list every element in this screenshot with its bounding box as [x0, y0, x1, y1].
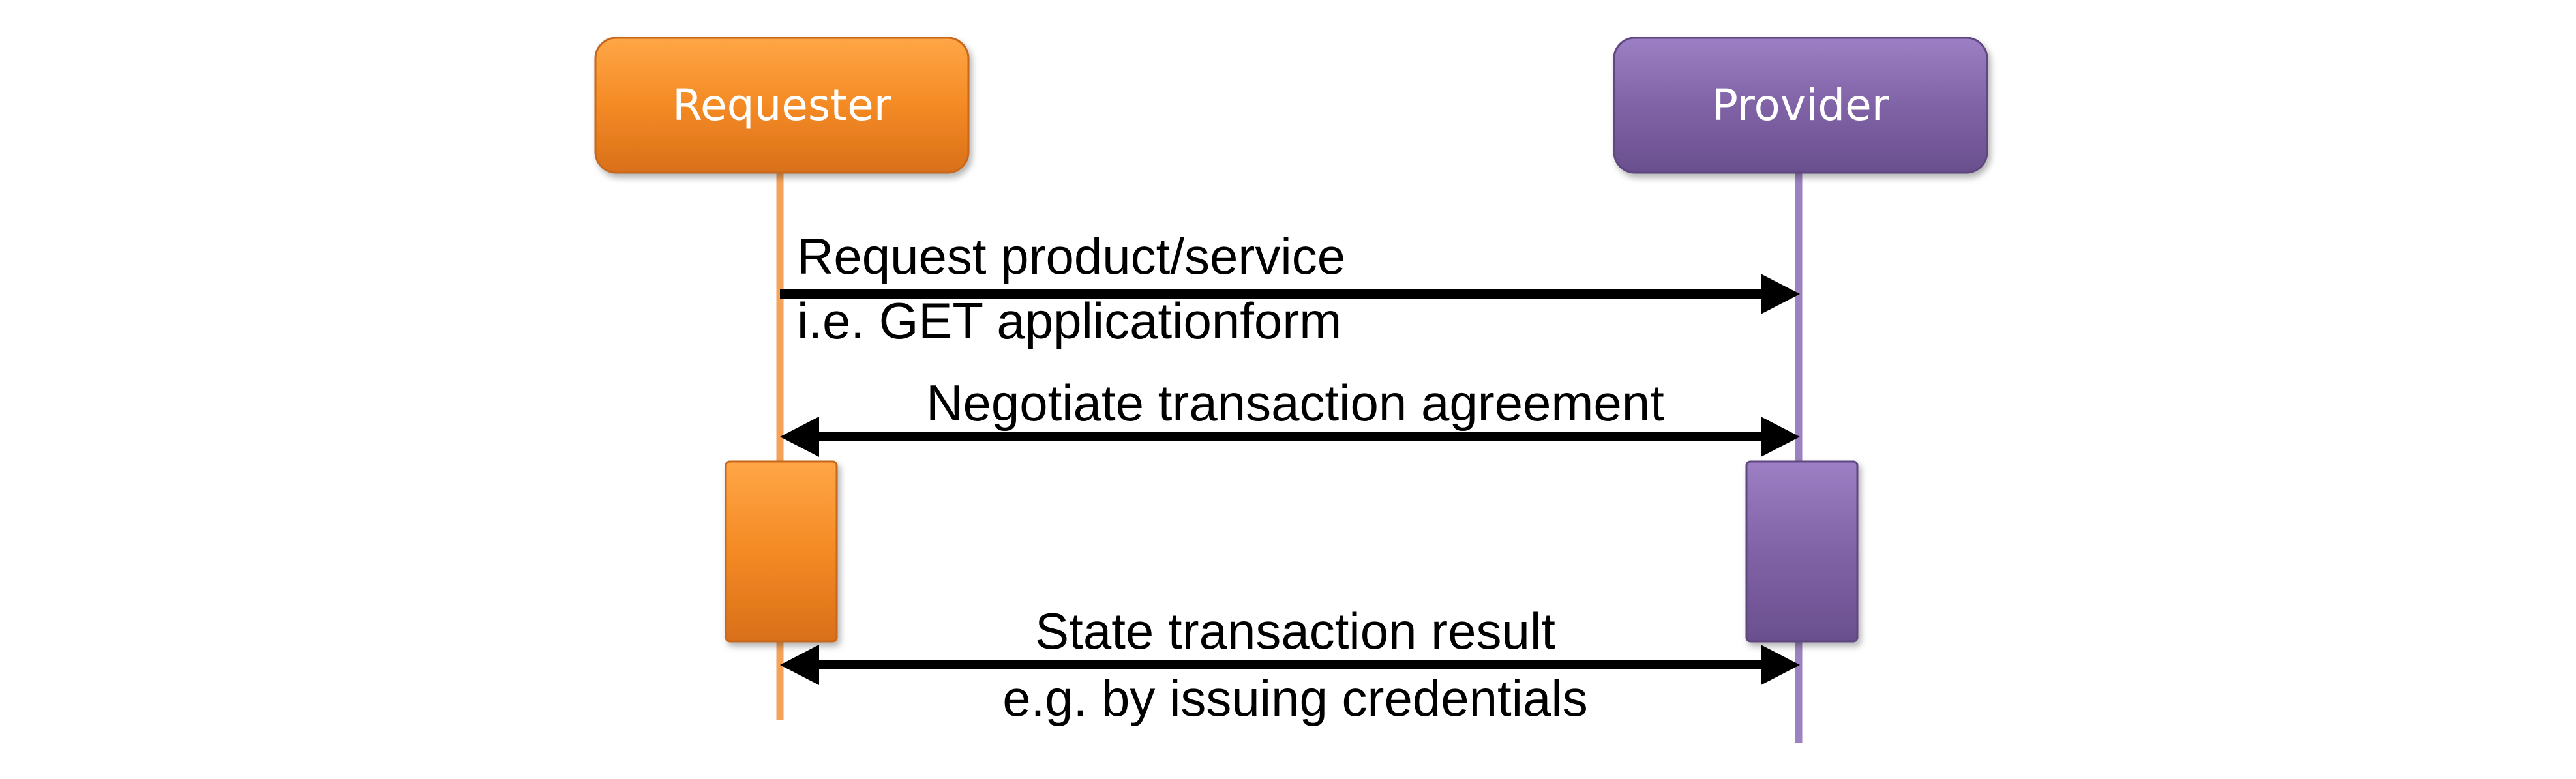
message-label-line1: Negotiate transaction agreement	[926, 374, 1664, 432]
arrowhead-left-icon	[780, 417, 819, 457]
message-label-line2: i.e. GET applicationform	[797, 292, 1341, 349]
requester-actor-box	[594, 37, 970, 174]
requester-actor: Requester	[594, 37, 970, 174]
message-request-product: Request product/service i.e. GET applica…	[780, 228, 1800, 349]
provider-actor-label: Provider	[1712, 80, 1890, 130]
arrowhead-right-icon	[1761, 645, 1800, 685]
arrowhead-left-icon	[780, 645, 819, 685]
provider-actor: Provider	[1613, 37, 1988, 174]
message-label-line2: e.g. by issuing credentials	[1002, 669, 1588, 727]
arrowhead-right-icon	[1761, 417, 1800, 457]
requester-activation-box	[725, 460, 838, 643]
requester-actor-label: Requester	[672, 80, 892, 130]
message-negotiate-agreement: Negotiate transaction agreement	[780, 374, 1800, 457]
provider-activation-box	[1745, 460, 1859, 643]
arrowhead-right-icon	[1761, 274, 1800, 314]
message-label-line1: State transaction result	[1035, 602, 1555, 660]
message-state-result: State transaction result e.g. by issuing…	[780, 602, 1800, 727]
message-label-line1: Request product/service	[797, 228, 1345, 285]
provider-actor-box	[1613, 37, 1988, 174]
